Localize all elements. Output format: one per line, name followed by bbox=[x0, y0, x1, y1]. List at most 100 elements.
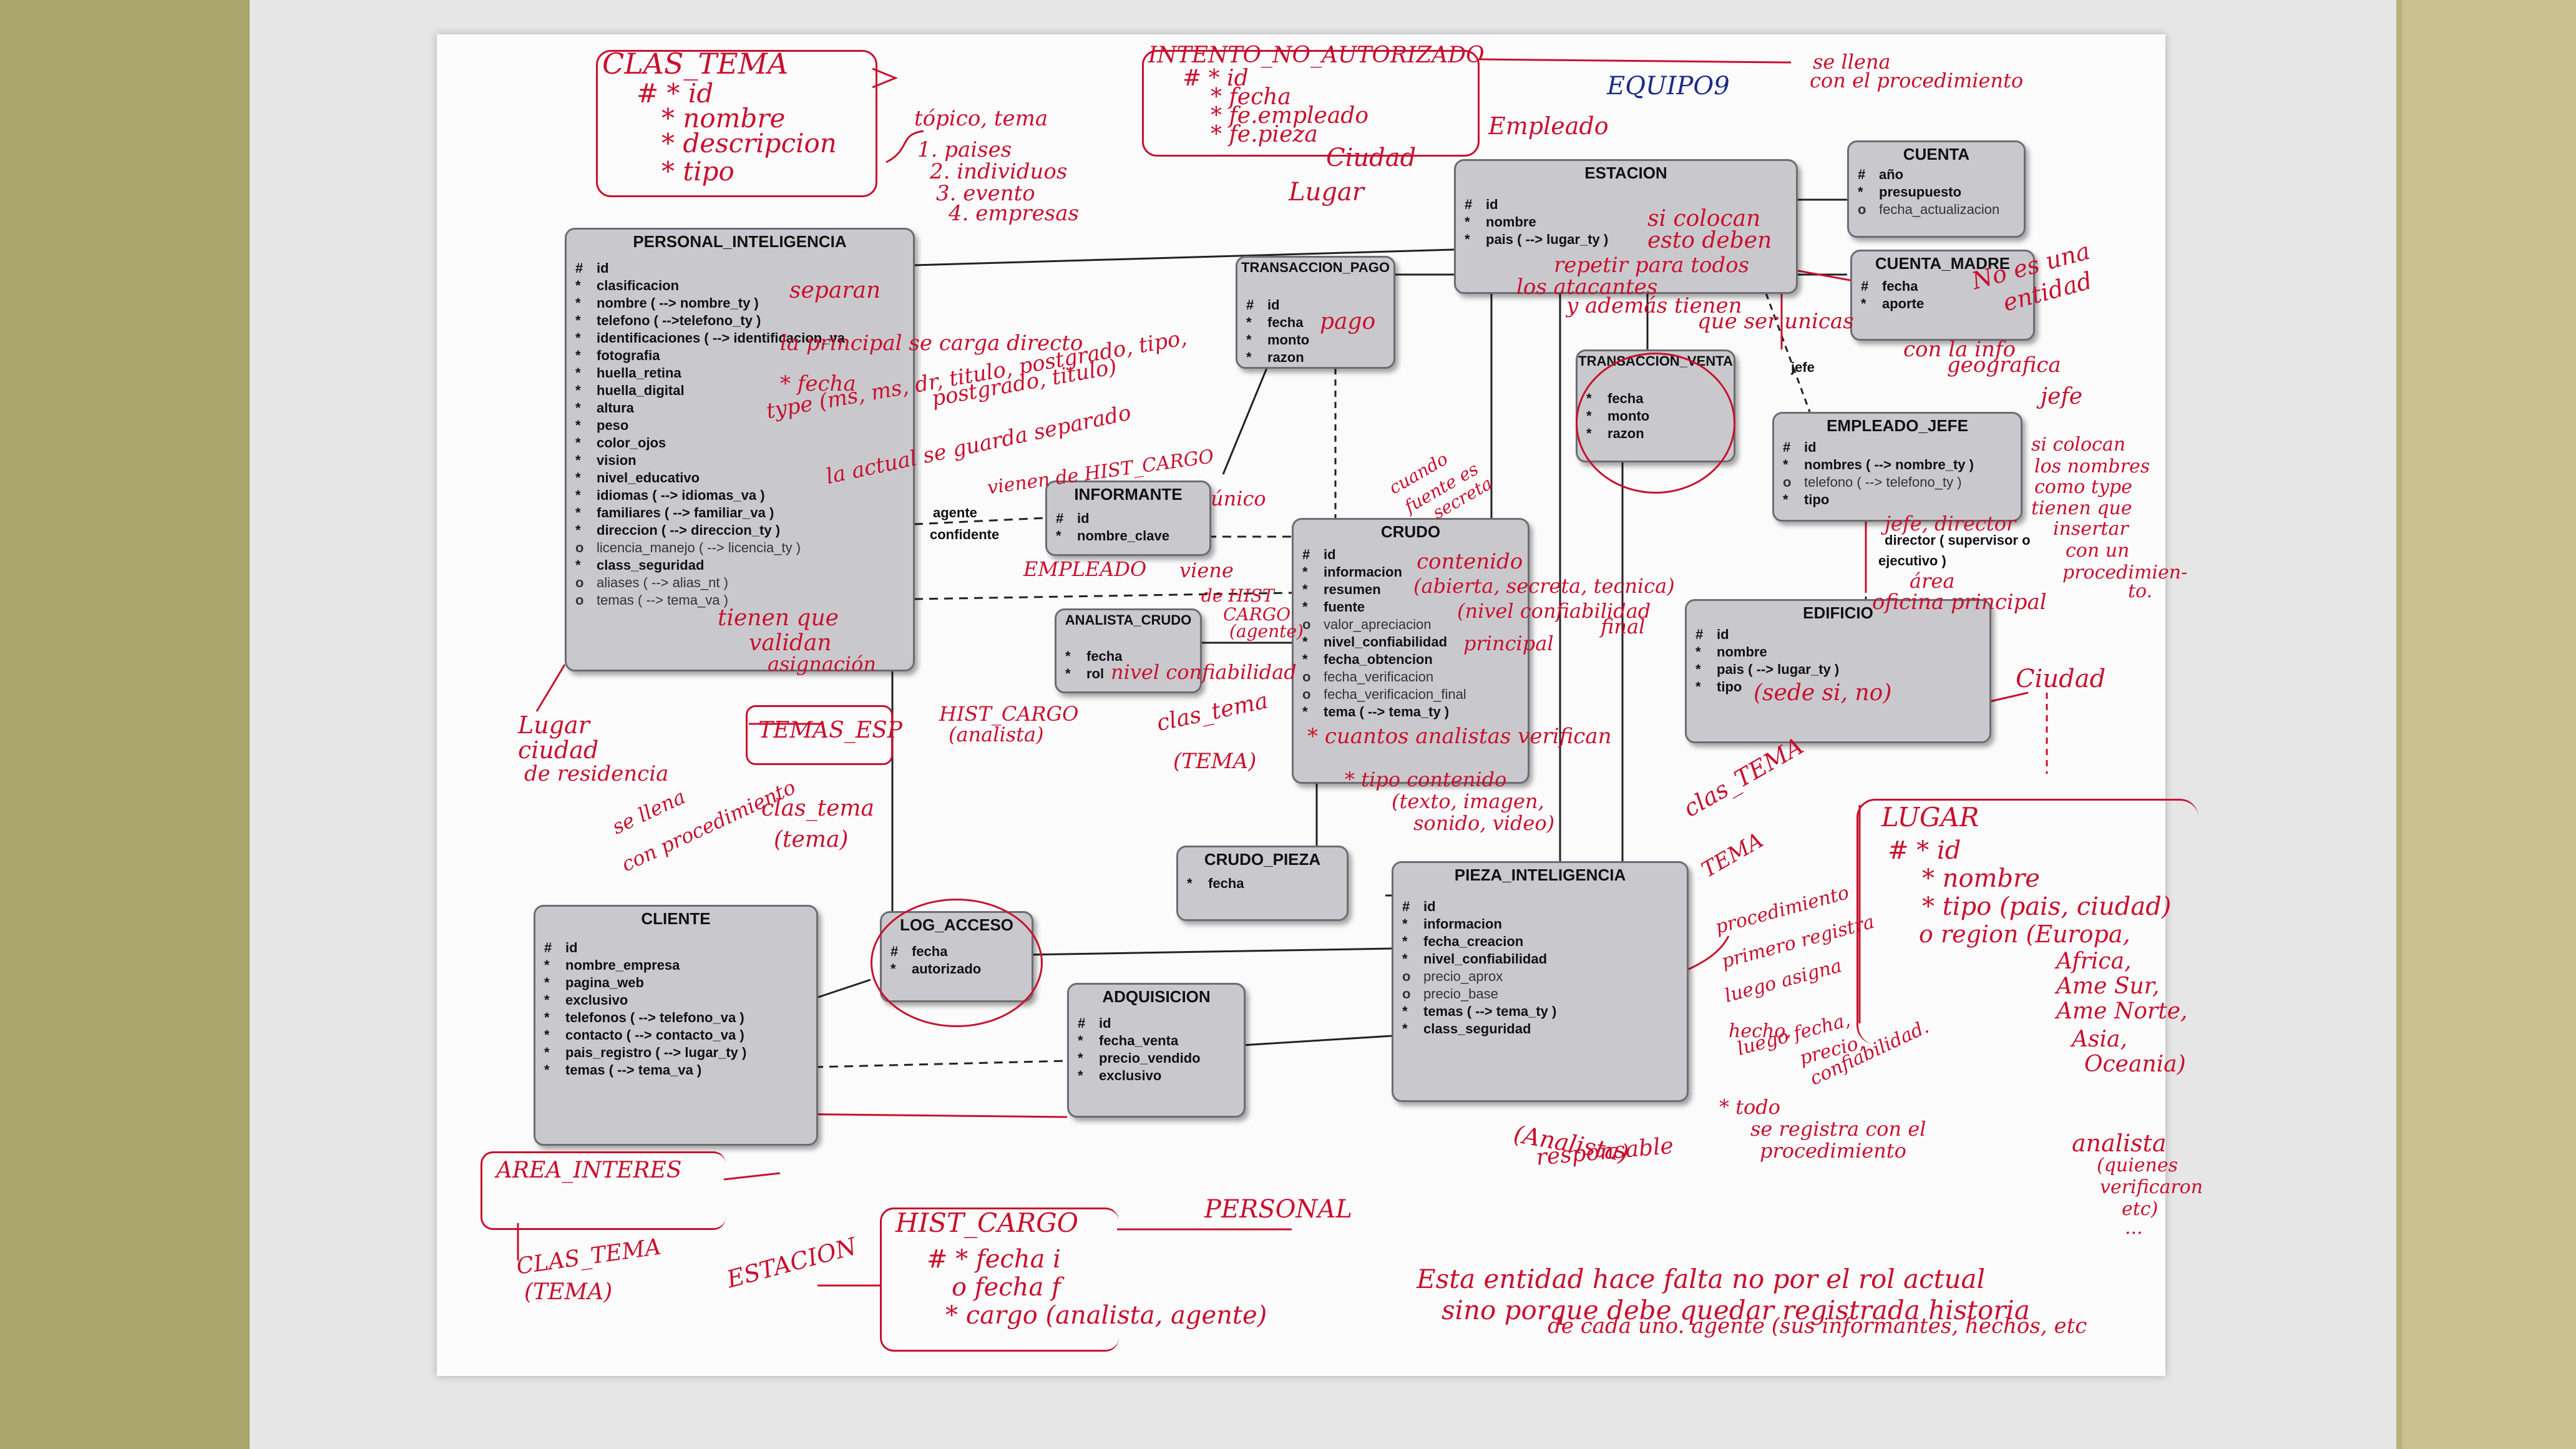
attribute-name: familiares ( --> familiar_va ) bbox=[597, 505, 774, 520]
hw-intento-attr: * fe.pieza bbox=[1211, 122, 1318, 147]
attribute-marker: o bbox=[1302, 686, 1311, 702]
rel-personal-estacion bbox=[914, 248, 1455, 266]
hw-tema-area: (TEMA) bbox=[524, 1279, 613, 1305]
entity-attribute: #id bbox=[1465, 196, 1790, 213]
entity-title: ESTACION bbox=[1584, 163, 1667, 182]
entity-attribute: * pais_registro ( --> lugar_ty ) bbox=[544, 1044, 810, 1061]
rel-cliente-adq bbox=[814, 1060, 1068, 1068]
hw-validan: validan bbox=[749, 630, 832, 656]
attribute-name: pais_registro ( --> lugar_ty ) bbox=[565, 1045, 747, 1060]
hw-temas-esp: TEMAS_ESP bbox=[758, 718, 902, 743]
attribute-name: fecha bbox=[1882, 278, 1918, 294]
entity-adquisicion: ADQUISICION #id*fecha_venta*precio_vendi… bbox=[1067, 983, 1246, 1118]
entity-attribute: *rol bbox=[1065, 665, 1194, 683]
hw-unico: único bbox=[1211, 487, 1266, 510]
attribute-marker: # bbox=[1783, 439, 1791, 455]
attribute-name: fecha bbox=[1208, 876, 1244, 891]
hw-analista: (analista) bbox=[949, 723, 1044, 746]
entity-attribute: *nombre bbox=[1695, 643, 1983, 661]
entity-attribute: *color_ojos bbox=[575, 434, 907, 452]
hw-analista-note: ... bbox=[2125, 1217, 2143, 1239]
attribute-name: vision bbox=[597, 452, 637, 468]
entity-attribute: *telefono ( -->telefono_ty ) bbox=[575, 312, 907, 329]
attribute-name: id bbox=[1804, 439, 1817, 455]
attribute-marker: * bbox=[575, 383, 581, 398]
attribute-marker: * bbox=[544, 1045, 550, 1060]
entity-transaccion-pago: TRANSACCION_PAGO #id*fecha*monto*razon bbox=[1236, 256, 1395, 369]
hw-region: Africa, bbox=[2056, 949, 2132, 974]
entity-attribute: *aporte bbox=[1861, 295, 2027, 313]
entity-edificio: EDIFICIO #id*nombre*pais ( --> lugar_ty … bbox=[1685, 599, 1991, 743]
hw-nivel-conf: (nivel confiabilidad bbox=[1457, 599, 1651, 623]
hw-area: área bbox=[1910, 569, 1955, 593]
attribute-marker: * bbox=[544, 1062, 550, 1078]
hw-todo-proc: procedimiento bbox=[1760, 1139, 1906, 1163]
attribute-name: nombres ( --> nombre_ty ) bbox=[1804, 457, 1974, 472]
attribute-name: nombre bbox=[1717, 644, 1767, 660]
attribute-name: id bbox=[1099, 1015, 1111, 1031]
hw-link-intento bbox=[1478, 58, 1785, 64]
entity-title: CRUDO_PIEZA bbox=[1204, 850, 1321, 869]
attribute-name: exclusivo bbox=[1099, 1068, 1162, 1083]
hw-final: final bbox=[1601, 615, 1646, 638]
attribute-marker: * bbox=[575, 313, 581, 328]
entity-attribute: *pais ( --> lugar_ty ) bbox=[1465, 231, 1790, 248]
attribute-marker: # bbox=[1078, 1015, 1086, 1031]
entity-attributes: *fecha*rol bbox=[1065, 648, 1194, 683]
attribute-name: temas ( --> tema_ty ) bbox=[1423, 1003, 1557, 1019]
attribute-name: rol bbox=[1086, 666, 1105, 681]
entity-title: CUENTA bbox=[1903, 145, 1970, 163]
entity-attributes: #id*nombre_clave bbox=[1056, 510, 1203, 545]
hw-se-llena: con el procedimiento bbox=[1810, 69, 2024, 92]
entity-attribute: # año bbox=[1858, 166, 2017, 183]
rel-personal-crudo bbox=[914, 592, 1292, 600]
attribute-marker: * bbox=[1302, 564, 1308, 580]
hw-box-temas-esp bbox=[746, 705, 893, 765]
attribute-name: presupuesto bbox=[1879, 184, 1962, 200]
hw-todo-proc: se registra con el bbox=[1750, 1117, 1926, 1141]
attribute-marker: * bbox=[1302, 651, 1308, 667]
attribute-name: tipo bbox=[1804, 492, 1830, 507]
attribute-name: fecha_creacion bbox=[1423, 934, 1524, 949]
entity-title: ANALISTA_CRUDO bbox=[1065, 612, 1192, 628]
hw-se-colocan-emp: los nombres bbox=[2034, 456, 2150, 477]
entity-attribute: *fecha_creacion bbox=[1402, 933, 1681, 950]
attribute-marker: # bbox=[1858, 167, 1866, 182]
rel-personal-informante bbox=[914, 517, 1046, 525]
entity-attribute: *temas ( --> tema_ty ) bbox=[1402, 1003, 1681, 1020]
attribute-marker: o bbox=[575, 592, 584, 608]
hw-lugar-title: LUGAR bbox=[1881, 802, 1979, 832]
entity-attribute: *exclusivo bbox=[544, 992, 810, 1009]
entity-title: EMPLEADO_JEFE bbox=[1827, 416, 1968, 435]
attribute-marker: o bbox=[1402, 968, 1411, 984]
hw-box-clas-tema bbox=[596, 50, 877, 197]
entity-attribute: *tipo bbox=[1783, 491, 2014, 509]
attribute-marker: * bbox=[1078, 1033, 1083, 1048]
attribute-marker: * bbox=[575, 400, 581, 416]
hw-clas-tema-attr: # * id bbox=[637, 78, 714, 109]
hw-topico: 2. individuos bbox=[930, 159, 1068, 184]
hw-arrow-personal-lugar bbox=[535, 664, 566, 712]
hw-hist-cargo-analista: HIST_CARGO bbox=[939, 702, 1079, 726]
hw-hist-cargo-attr: * cargo (analista, agente) bbox=[945, 1301, 1267, 1330]
attribute-name: año bbox=[1879, 167, 1904, 182]
hw-intento-attr: # * id bbox=[1183, 66, 1249, 91]
hw-area-interes: AREA_INTERES bbox=[496, 1158, 682, 1183]
hw-viene: viene bbox=[1179, 559, 1234, 582]
attribute-name: huella_digital bbox=[597, 383, 685, 398]
hw-circle-venta bbox=[1576, 353, 1735, 494]
hw-tema-crudo: (TEMA) bbox=[1173, 749, 1257, 774]
entity-attribute: *fotografia bbox=[575, 347, 907, 364]
entity-attribute: *nombre ( --> nombre_ty ) bbox=[575, 295, 907, 312]
entity-title: INFORMANTE bbox=[1074, 485, 1183, 504]
attribute-marker: * bbox=[1402, 916, 1408, 932]
hw-arrow-clastema bbox=[872, 67, 898, 89]
